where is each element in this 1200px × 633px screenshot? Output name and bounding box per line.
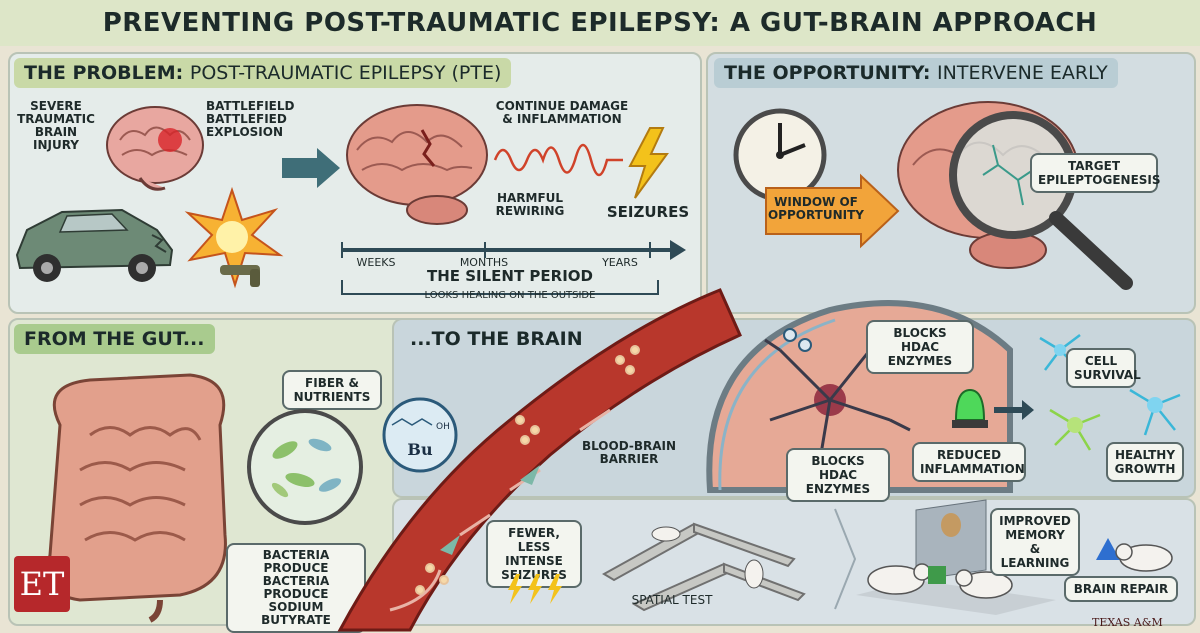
reduced-inflammation-box: REDUCED INFLAMMATION (912, 442, 1026, 482)
opportunity-header-prefix: THE OPPORTUNITY: (724, 62, 931, 84)
mice-repair-illustration (856, 499, 1173, 615)
damaged-brain-illustration (346, 104, 488, 225)
healthy-neurons-illustration (1039, 334, 1181, 451)
abnormal-signal-wave (493, 143, 623, 177)
page-title: PREVENTING POST-TRAUMATIC EPILEPSY: A GU… (0, 0, 1200, 46)
problem-panel (8, 52, 702, 314)
target-epileptogenesis-box: TARGET EPILEPTOGENESIS (1030, 153, 1161, 193)
looks-healing-label: LOOKS HEALING ON THE OUTSIDE (424, 290, 596, 301)
green-light-icon (952, 388, 988, 428)
timeline-years: YEARS (602, 256, 638, 269)
timeline-weeks: WEEKS (356, 256, 396, 269)
bacteria-magnified-illustration (247, 409, 363, 525)
explosion-illustration (184, 186, 284, 289)
gut-header: FROM THE GUT... (14, 324, 215, 354)
problem-header: THE PROBLEM: POST-TRAUMATIC EPILEPSY (PT… (14, 58, 512, 88)
spatial-test-label: SPATIAL TEST (631, 593, 713, 607)
window-label: WINDOW OF OPPORTUNITY (767, 195, 864, 222)
result-arrow (994, 400, 1034, 420)
injured-brain-illustration (106, 106, 204, 191)
brain-header: ...TO THE BRAIN (410, 328, 583, 350)
fiber-nutrients-box: FIBER & NUTRIENTS (282, 370, 382, 410)
battlefield-label: BATTLEFIELD BATTLEFIED EXPLOSION (206, 99, 295, 139)
timeline (341, 240, 686, 295)
severe-tbi-label: SEVERE TRAUMATIC BRAIN INJURY (17, 99, 95, 152)
butyrate-molecule-icon (382, 397, 458, 473)
et-logo: ET (14, 556, 70, 612)
continue-damage-label: CONTINUE DAMAGE & INFLAMMATION (495, 99, 629, 126)
problem-header-prefix: THE PROBLEM: (24, 62, 184, 84)
improved-memory-box: IMPROVED MEMORY & LEARNING (990, 508, 1080, 576)
problem-header-text: POST-TRAUMATIC EPILEPSY (PTE) (189, 62, 502, 84)
blood-vessel-illustration (337, 288, 742, 632)
opportunity-header: THE OPPORTUNITY: INTERVENE EARLY (714, 58, 1118, 88)
blocks-hdac-bottom-box: BLOCKS HDAC ENZYMES (786, 448, 890, 502)
texas-am-logo: TEXAS A&M (1092, 616, 1163, 629)
healthy-growth-box: HEALTHY GROWTH (1106, 442, 1184, 482)
maze-illustration (602, 522, 806, 612)
harmful-rewiring-label: HARMFUL REWIRING (495, 191, 565, 218)
butyrate-oh: OH (436, 422, 450, 432)
butyrate-symbol: Bu (407, 440, 433, 459)
lightning-icon (628, 127, 669, 199)
seizures-label: SEIZURES (606, 203, 690, 221)
timeline-months: MONTHS (459, 256, 509, 269)
silent-period-label: THE SILENT PERIOD (426, 267, 594, 285)
divider-chevron (834, 508, 857, 610)
window-arrow (765, 173, 900, 249)
crashed-car-illustration (15, 208, 174, 282)
brain-repair-box: BRAIN REPAIR (1064, 576, 1178, 602)
progression-arrow (282, 148, 340, 188)
blocks-hdac-top-box: BLOCKS HDAC ENZYMES (866, 320, 974, 374)
bbb-label: BLOOD-BRAIN BARRIER (581, 439, 677, 466)
fewer-seizures-box: FEWER, LESS INTENSE SEIZURES (486, 520, 582, 588)
small-lightning-icons (508, 574, 562, 604)
cell-survival-box: CELL SURVIVAL (1066, 348, 1141, 388)
opportunity-header-text: INTERVENE EARLY (937, 62, 1108, 84)
